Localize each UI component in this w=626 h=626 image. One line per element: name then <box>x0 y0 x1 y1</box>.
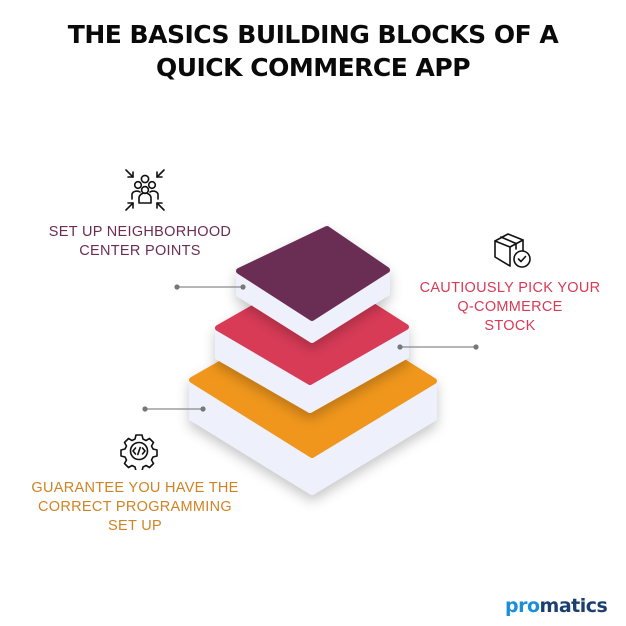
label-line: Q-COMMERCE <box>457 299 563 315</box>
label-line: SET UP NEIGHBORHOOD <box>48 224 232 240</box>
logo-part-matics: matics <box>539 595 608 617</box>
logo-part-pro: pro <box>505 595 540 617</box>
connector-middle <box>397 344 479 350</box>
gear-code-icon <box>120 434 158 470</box>
page-title: THE BASICS BUILDING BLOCKS OF A QUICK CO… <box>0 18 626 84</box>
label-neighborhood-center-points: SET UP NEIGHBORHOOD CENTER POINTS <box>40 223 240 261</box>
label-programming-setup: GUARANTEE YOU HAVE THE CORRECT PROGRAMMI… <box>20 479 250 536</box>
title-line-2: QUICK COMMERCE APP <box>155 53 471 82</box>
label-line: SET UP <box>108 518 162 534</box>
top-block <box>236 226 390 343</box>
label-line: STOCK <box>484 318 536 334</box>
label-line: CAUTIOUSLY PICK YOUR <box>419 280 601 296</box>
label-line: CENTER POINTS <box>79 243 201 259</box>
connector-bottom <box>142 406 206 412</box>
label-pick-stock: CAUTIOUSLY PICK YOUR Q-COMMERCE STOCK <box>410 279 610 336</box>
label-line: GUARANTEE YOU HAVE THE <box>31 480 239 496</box>
people-converging-icon <box>125 169 165 211</box>
promatics-logo: promatics <box>505 595 608 617</box>
connector-top <box>174 284 246 290</box>
label-line: CORRECT PROGRAMMING <box>38 499 232 515</box>
title-line-1: THE BASICS BUILDING BLOCKS OF A <box>67 20 559 49</box>
box-check-icon <box>494 233 531 268</box>
